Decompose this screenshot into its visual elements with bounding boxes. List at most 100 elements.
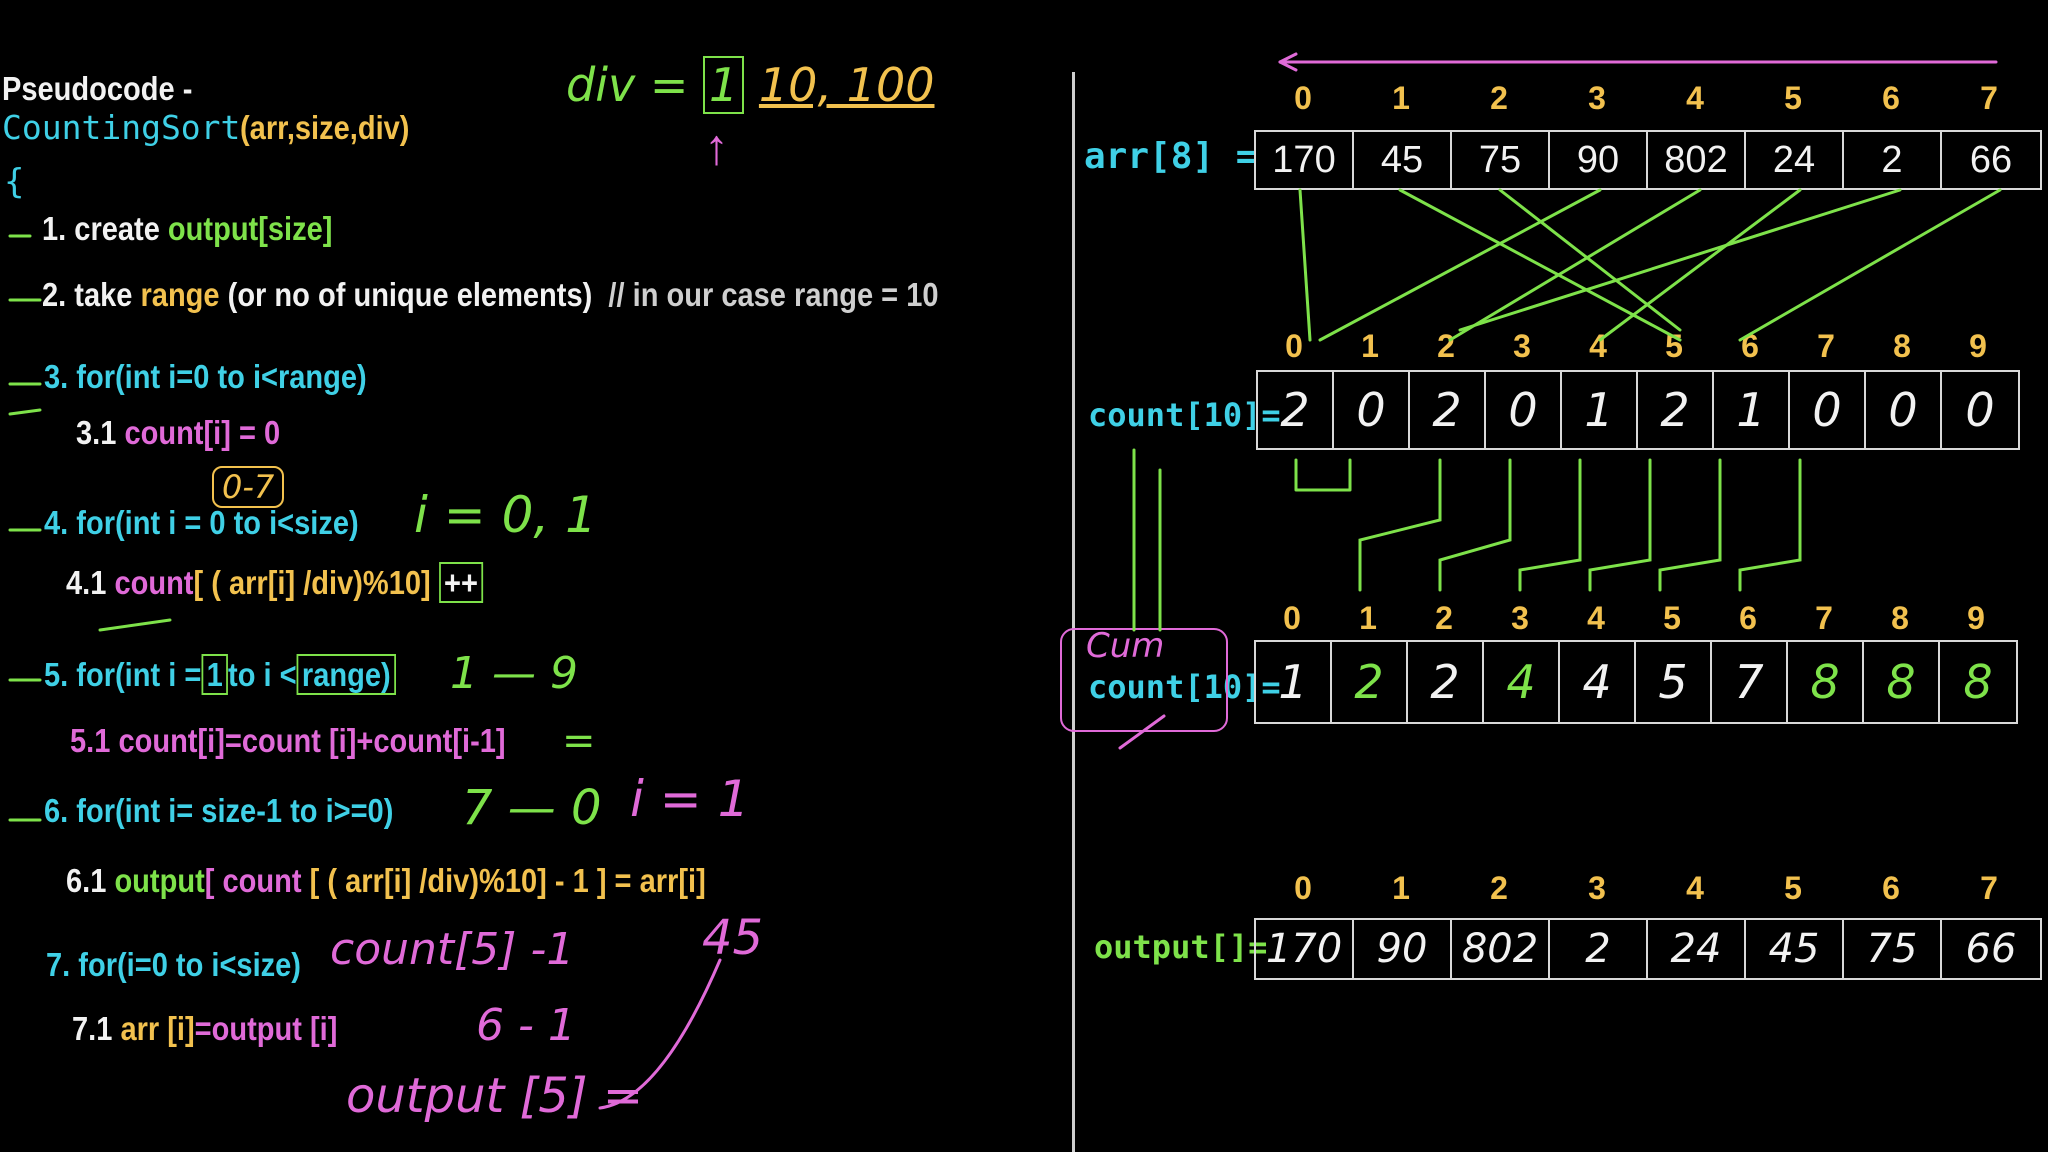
step-1: 1. create output[size] — [42, 210, 332, 248]
cum-count-cells: 1 2 2 4 4 5 7 8 8 8 — [1254, 640, 2018, 724]
vertical-divider — [1072, 72, 1075, 1152]
step-3-1-prefix: 3.1 — [76, 414, 117, 451]
step-5-to: to i < — [228, 656, 297, 693]
cum-count-cell: 8 — [1788, 642, 1864, 722]
cum-count-cell: 1 — [1256, 642, 1332, 722]
step-4-1-increment: ++ — [438, 562, 484, 603]
step-2-rest: (or no of unique elements) — [227, 276, 593, 313]
div-annotation: div = 1 10, 100 — [566, 56, 934, 114]
output5-annotation: output [5] = — [346, 1068, 644, 1124]
cum-count-cell: 7 — [1712, 642, 1788, 722]
step-6-1-count: [ count — [204, 862, 302, 899]
underline-arrow — [98, 618, 172, 632]
mapping-arrow — [1498, 188, 1682, 332]
mapping-arrow — [1448, 188, 1702, 342]
count-cell: 1 — [1714, 372, 1790, 448]
output-index: 6 — [1882, 870, 1900, 906]
step-3: 3. for(int i=0 to i<range) — [44, 358, 367, 395]
output-index: 0 — [1294, 870, 1312, 906]
step-6-1: 6.1 output[ count [ ( arr[i] /div)%10] -… — [66, 862, 706, 900]
count-cell: 0 — [1866, 372, 1942, 448]
cum-count-index: 6 — [1739, 600, 1757, 636]
step-7-1: 7.1 arr [i]=output [i] — [72, 1010, 337, 1048]
i-0-1-annotation: i = 0, 1 — [414, 486, 597, 544]
output-cell: 802 — [1452, 920, 1550, 978]
output-index: 2 — [1490, 870, 1508, 906]
cum-arrow — [1588, 458, 1652, 592]
step-2-range: range — [140, 276, 220, 313]
arr-cell: 24 — [1746, 132, 1844, 188]
arr-index: 1 — [1392, 80, 1410, 116]
output-index: 4 — [1686, 870, 1704, 906]
arr-index: 6 — [1882, 80, 1900, 116]
arr-cell: 802 — [1648, 132, 1746, 188]
step-1-prefix: 1. create — [42, 210, 160, 247]
open-brace: { — [4, 162, 25, 202]
step-4-1-expr: [ ( arr[i] /div)%10] — [193, 564, 431, 601]
range-1-9-annotation: 1 — 9 — [450, 648, 578, 699]
cum-link-arrow — [1132, 448, 1162, 632]
output-cell: 2 — [1550, 920, 1648, 978]
div-label: div = — [566, 58, 689, 112]
output-index-row: 0 1 2 3 4 5 6 7 — [1254, 870, 2038, 907]
count-index: 7 — [1817, 328, 1835, 364]
count-cell: 2 — [1410, 372, 1486, 448]
pseudocode-title: Pseudocode - — [2, 70, 193, 107]
arr-cell: 170 — [1256, 132, 1354, 188]
mapping-arrow — [1598, 188, 1802, 342]
cum-count-cell: 8 — [1963, 655, 1993, 709]
output-cells: 170 90 802 2 24 45 75 66 — [1254, 918, 2042, 980]
mapping-arrow — [1398, 188, 1682, 342]
arr-index: 7 — [1980, 80, 1998, 116]
up-arrow-icon: ↑ — [704, 119, 729, 175]
count-index: 3 — [1513, 328, 1531, 364]
reverse-arrowhead — [1278, 52, 1298, 72]
count-index: 2 — [1437, 328, 1455, 364]
arr-index: 3 — [1588, 80, 1606, 116]
output-label: output[]= — [1094, 928, 1268, 966]
cum-count-index: 7 — [1815, 600, 1833, 636]
cum-annotation: Cum — [1086, 626, 1165, 666]
cum-arrow — [1518, 458, 1582, 592]
count5-annotation: count[5] -1 — [330, 924, 575, 975]
cum-count-cell: 8 — [1864, 642, 1940, 722]
cum-count-cell: 2 — [1332, 642, 1408, 722]
output-cell: 75 — [1844, 920, 1942, 978]
step-6-1-output: output — [114, 862, 205, 899]
step-5-start: 1 — [201, 654, 229, 695]
function-name: CountingSort — [2, 108, 241, 147]
output-to-45-arrow — [598, 958, 722, 1110]
step-1-output: output[size] — [167, 210, 333, 247]
cum-count-index: 0 — [1283, 600, 1301, 636]
arr-index-row: 0 1 2 3 4 5 6 7 — [1254, 80, 2038, 117]
arr-cell: 90 — [1550, 132, 1648, 188]
cum-count-cell: 4 — [1484, 642, 1560, 722]
output-cell: 24 — [1648, 920, 1746, 978]
step-2: 2. take range (or no of unique elements)… — [42, 276, 939, 314]
step-6-1-prefix: 6.1 — [66, 862, 107, 899]
cum-count-index: 2 — [1435, 600, 1453, 636]
cum-arrow — [1438, 458, 1512, 592]
count-cell: 2 — [1258, 372, 1334, 448]
step-4-1: 4.1 count[ ( arr[i] /div)%10] ++ — [66, 562, 484, 603]
range-7-0-annotation: 7 — 0 — [462, 780, 602, 836]
cum-count-index: 9 — [1967, 600, 1985, 636]
step-3-1: 3.1 count[i] = 0 — [76, 414, 280, 452]
range-0-7-annotation: 0-7 — [212, 466, 285, 508]
step-7-1-arr: arr [i] — [120, 1010, 195, 1047]
count-label: count[10]= — [1088, 396, 1281, 434]
step-5-range: range) — [296, 654, 396, 695]
cum-count-label: count[10]= — [1088, 668, 1281, 706]
arr-cell: 66 — [1969, 138, 2013, 181]
count-index: 0 — [1285, 328, 1303, 364]
count-index: 1 — [1361, 328, 1379, 364]
mapping-arrow — [1318, 188, 1602, 342]
function-args: (arr,size,div) — [240, 109, 410, 146]
step-2-prefix: 2. take — [42, 276, 133, 313]
div-value-1: 1 — [703, 56, 745, 114]
step-6-1-expr: [ ( arr[i] /div)%10] - 1 ] = arr[i] — [309, 862, 706, 899]
step-4-1-prefix: 4.1 — [66, 564, 107, 601]
i-1-annotation: i = 1 — [630, 770, 750, 828]
cum-count-index: 4 — [1587, 600, 1605, 636]
